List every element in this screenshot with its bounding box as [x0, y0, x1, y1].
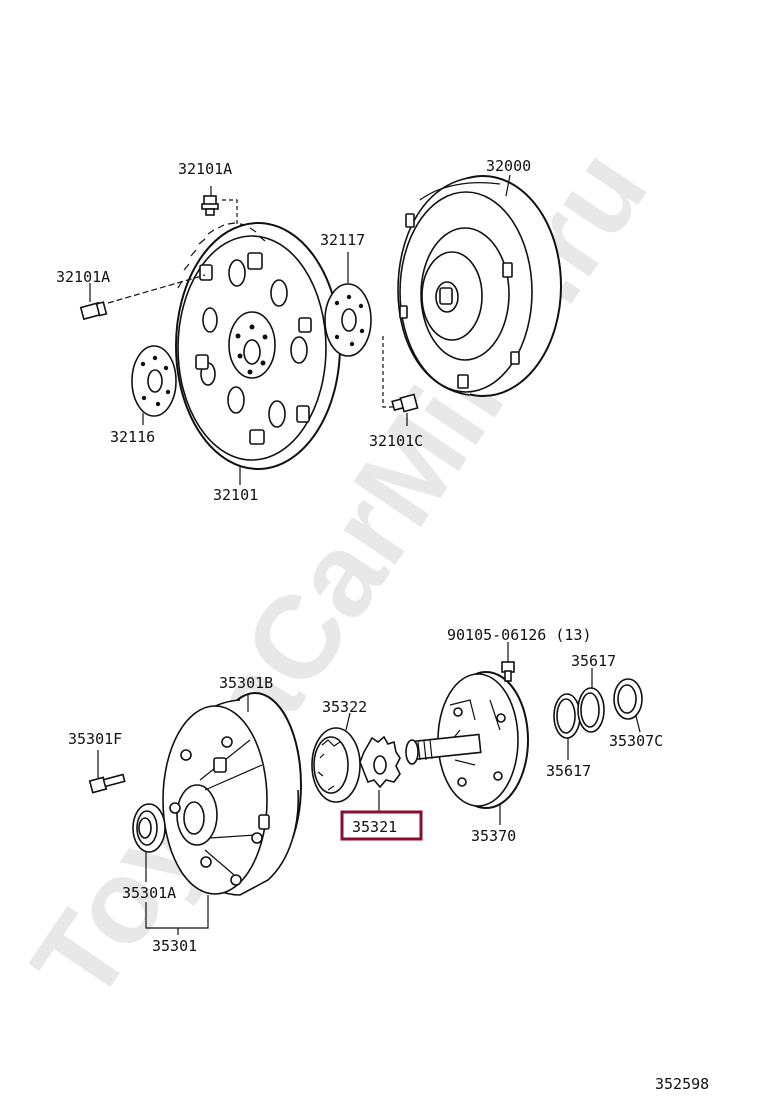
- label-35301B: 35301B: [219, 674, 273, 692]
- drive-gear-35321[interactable]: [359, 735, 401, 789]
- label-32117: 32117: [320, 231, 365, 249]
- dash-32101C: [382, 336, 393, 408]
- bolt-32101C[interactable]: [391, 393, 419, 413]
- label-35301A: 35301A: [122, 884, 176, 902]
- thrust-washer-35307C[interactable]: [613, 678, 643, 720]
- label-35321[interactable]: 35321: [352, 818, 397, 836]
- oil-seal-35301A[interactable]: [132, 803, 166, 853]
- oil-pump-body-35301[interactable]: [162, 692, 302, 896]
- label-32101: 32101: [213, 486, 258, 504]
- torque-converter-32000[interactable]: [397, 175, 562, 397]
- dash-32101A-left: [107, 274, 206, 304]
- label-32101A-top: 32101A: [178, 160, 232, 178]
- stator-shaft-35370[interactable]: [405, 671, 529, 809]
- diagram-number: 352598: [655, 1075, 709, 1093]
- label-32000: 32000: [486, 157, 531, 175]
- leader-32000: [505, 174, 511, 197]
- label-35301: 35301: [152, 937, 197, 955]
- label-90105-06126: 90105-06126 (13): [447, 626, 592, 644]
- bracket-35301: [145, 895, 209, 929]
- leader-35307C: [635, 715, 641, 733]
- label-35301F: 35301F: [68, 730, 122, 748]
- seal-ring-35617-a[interactable]: [553, 693, 581, 739]
- label-35370: 35370: [471, 827, 516, 845]
- label-32116: 32116: [110, 428, 155, 446]
- highlight-box-35321: [340, 810, 423, 841]
- bolt-32101A-left[interactable]: [79, 301, 108, 321]
- drive-plate-32101[interactable]: [175, 222, 341, 470]
- bolt-35301F[interactable]: [88, 773, 126, 794]
- label-32101C: 32101C: [369, 432, 423, 450]
- dash-32101A-top: [222, 199, 238, 270]
- label-32101A-left: 32101A: [56, 268, 110, 286]
- bolt-32101A-top[interactable]: [201, 195, 219, 216]
- leader-35322: [345, 712, 351, 731]
- label-35617-top: 35617: [571, 652, 616, 670]
- driven-gear-35322[interactable]: [311, 727, 361, 803]
- seal-ring-35617-b[interactable]: [577, 687, 605, 733]
- label-35307C: 35307C: [609, 732, 663, 750]
- plate-32116[interactable]: [131, 345, 177, 417]
- label-35322: 35322: [322, 698, 367, 716]
- label-35617-bottom: 35617: [546, 762, 591, 780]
- plate-32117[interactable]: [324, 283, 372, 357]
